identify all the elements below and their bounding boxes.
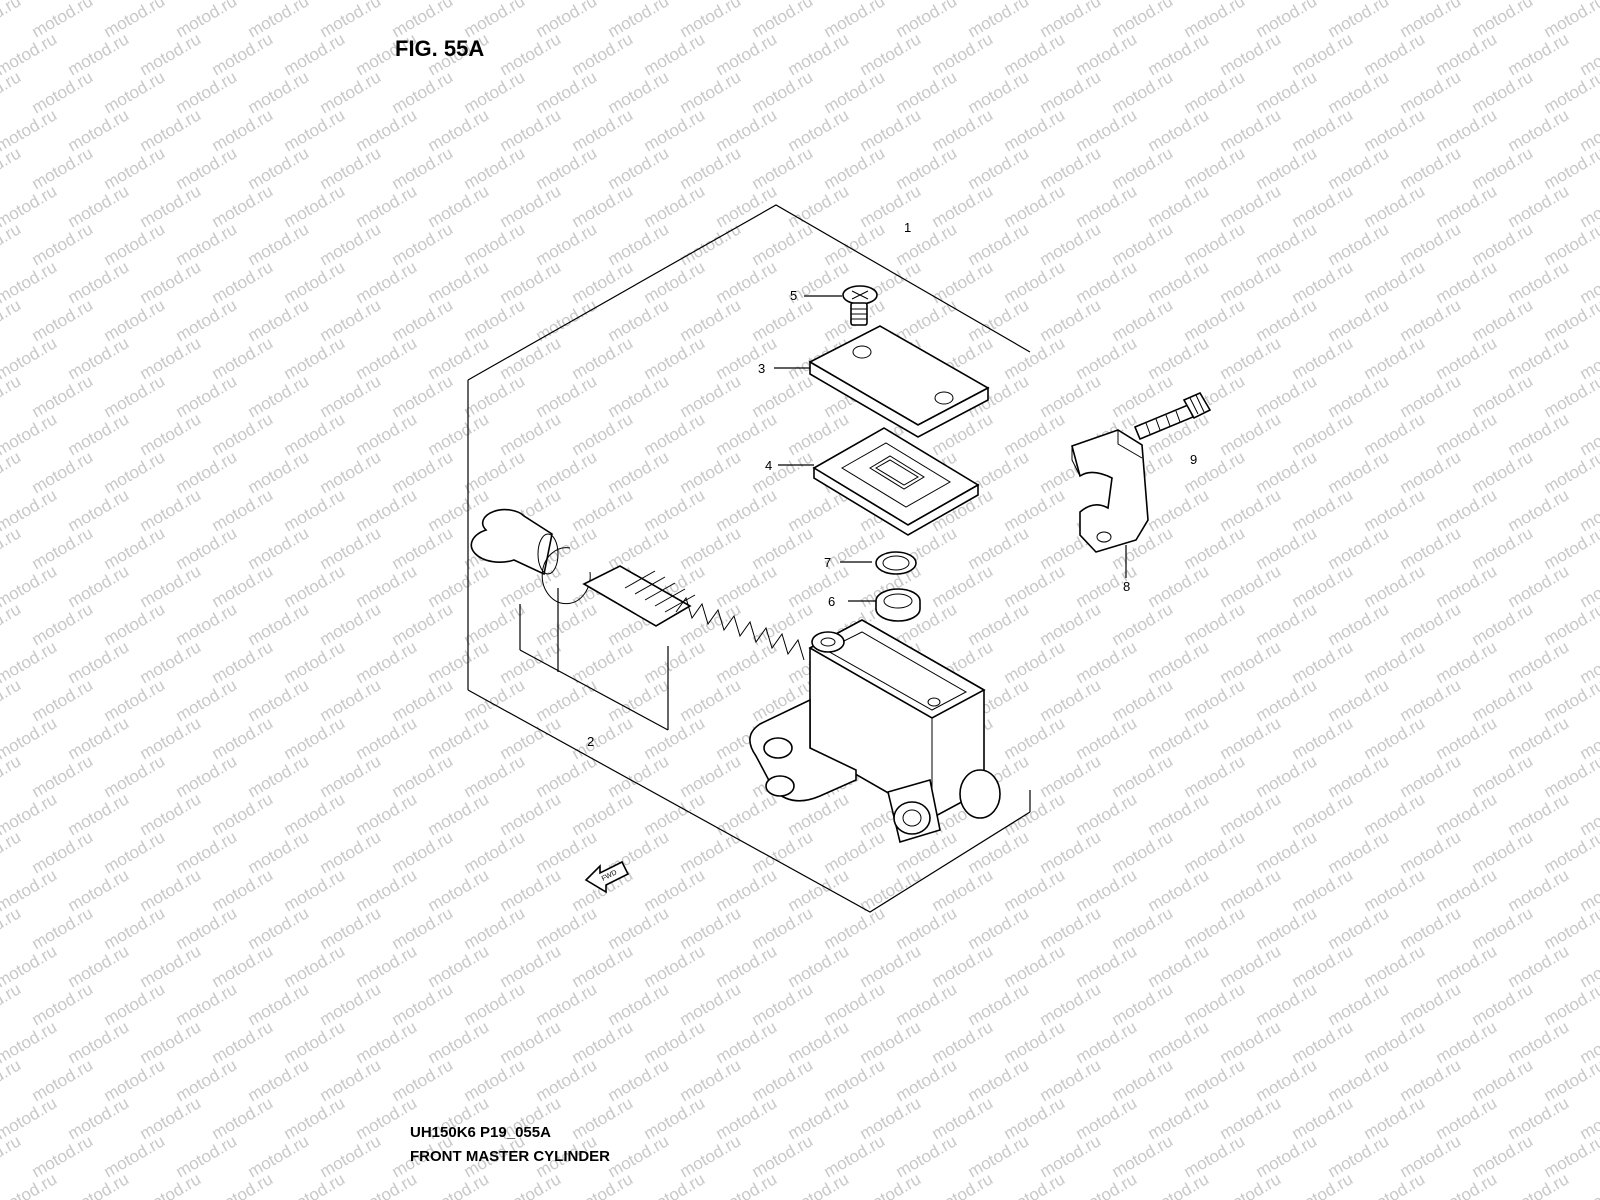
part-7-o-ring bbox=[840, 551, 917, 575]
callout-9: 9 bbox=[1190, 452, 1197, 467]
callout-labels: 1 2 3 4 5 6 7 8 9 bbox=[587, 220, 1197, 749]
callout-5: 5 bbox=[790, 288, 797, 303]
part-5-screw bbox=[804, 285, 878, 326]
callout-3: 3 bbox=[758, 361, 765, 376]
figure-title: FIG. 55A bbox=[395, 36, 485, 61]
watermark-text: motod.ru bbox=[1577, 0, 1600, 3]
callout-6: 6 bbox=[828, 594, 835, 609]
part-4-diaphragm bbox=[778, 427, 980, 536]
part-9-clamp-bolt bbox=[1133, 391, 1212, 441]
front-direction-arrow-icon: FWD bbox=[584, 860, 630, 894]
master-cylinder-body bbox=[749, 619, 1001, 844]
callout-1: 1 bbox=[904, 220, 911, 235]
assembly-frame bbox=[467, 204, 1031, 913]
part-6-ring bbox=[848, 588, 921, 622]
callout-4: 4 bbox=[765, 458, 772, 473]
part-3-reservoir-cap bbox=[774, 325, 990, 438]
part-8-handlebar-clamp bbox=[1071, 429, 1149, 578]
callout-8: 8 bbox=[1123, 579, 1130, 594]
part-2-piston-kit bbox=[470, 508, 805, 731]
callout-2: 2 bbox=[587, 734, 594, 749]
model-code: UH150K6 P19_055A bbox=[410, 1124, 551, 1141]
callout-7: 7 bbox=[824, 555, 831, 570]
section-name: FRONT MASTER CYLINDER bbox=[410, 1148, 610, 1165]
